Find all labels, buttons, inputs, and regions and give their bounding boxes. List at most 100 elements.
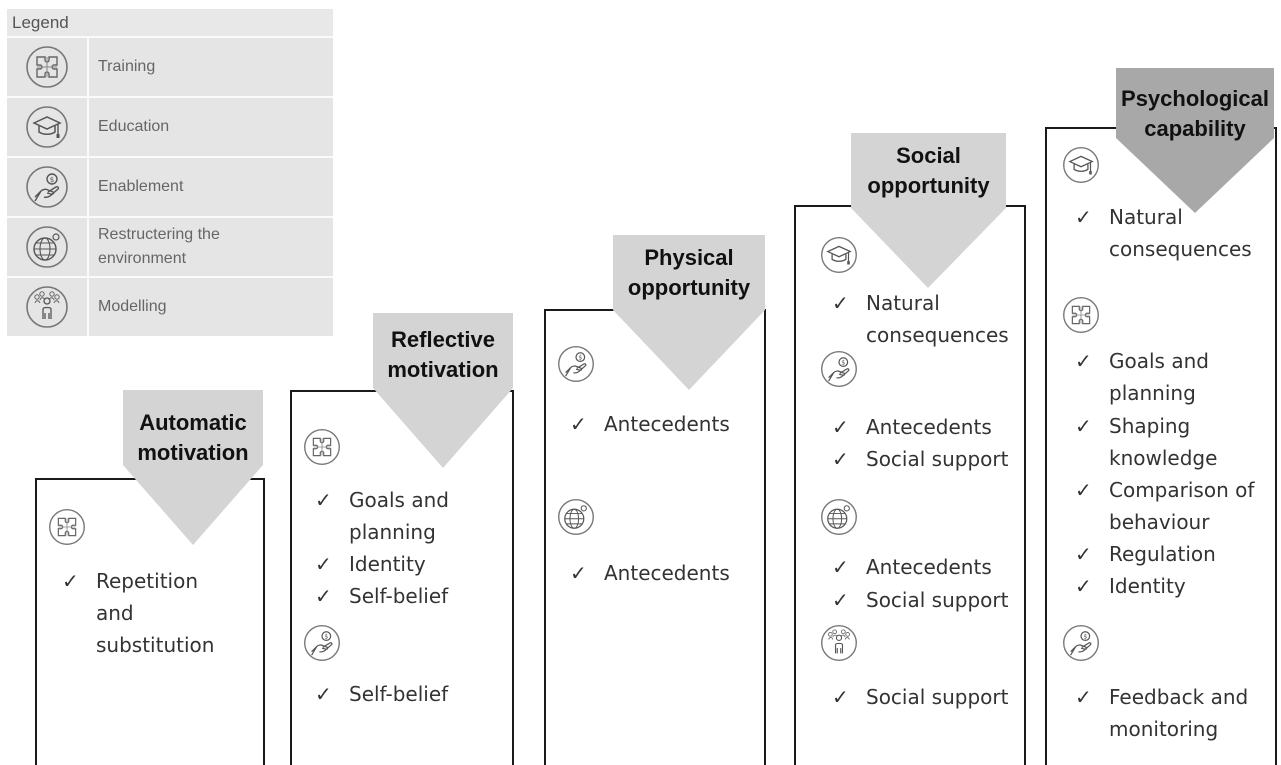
globe-icon — [25, 225, 69, 269]
column-title-line1: Physical — [644, 245, 734, 270]
column-arrow — [851, 133, 1006, 288]
check-icon: ✓ — [832, 555, 849, 579]
list-item-text: Self-belief — [349, 584, 449, 608]
list-item: ✓ Self-belief — [315, 580, 495, 612]
check-icon: ✓ — [832, 291, 849, 315]
puzzle-icon — [48, 508, 86, 546]
check-icon: ✓ — [62, 569, 79, 593]
list-item: ✓ Self-belief — [315, 678, 495, 710]
list-item-text: Natural consequences — [1109, 205, 1252, 261]
list-item-text: Social support — [866, 588, 1009, 612]
list-item: ✓ Social support — [832, 443, 1022, 475]
list-item: ✓ Goals and planning — [315, 484, 495, 548]
legend-row-enablement: Enablement — [7, 156, 333, 216]
column-title-line2: motivation — [387, 357, 499, 382]
list-item-text: Antecedents — [604, 412, 730, 436]
column-title-line2: opportunity — [867, 173, 990, 198]
list-item: ✓ Repetition and substitution — [62, 565, 242, 661]
list-item: ✓ Identity — [1075, 570, 1270, 602]
list-item: ✓ Natural consequences — [1075, 201, 1270, 265]
column-social-opportunity — [794, 205, 1026, 765]
legend-label: Training — [98, 58, 156, 75]
list-item: ✓ Antecedents — [832, 551, 1022, 583]
graduation-cap-icon — [25, 105, 69, 149]
graduation-cap-icon — [1062, 146, 1100, 184]
legend-row-training: Training — [7, 36, 333, 96]
list-item-text: Identity — [1109, 574, 1186, 598]
column-title: Automatic motivation — [123, 408, 263, 468]
column-title-line2: capability — [1144, 116, 1246, 141]
list-item: ✓ Shaping knowledge — [1075, 410, 1270, 474]
list-item-text: Antecedents — [604, 561, 730, 585]
legend-label: Restructering the environment — [98, 226, 220, 267]
legend-row-education: Education — [7, 96, 333, 156]
list-item-text: Shaping knowledge — [1109, 414, 1218, 470]
check-icon: ✓ — [1075, 574, 1092, 598]
check-icon: ✓ — [1075, 414, 1092, 438]
hand-coin-icon — [820, 350, 858, 388]
column-arrow — [123, 390, 263, 545]
column-reflective-motivation — [290, 390, 514, 765]
list-item: ✓ Antecedents — [570, 557, 750, 589]
list-item-text: Social support — [866, 685, 1009, 709]
people-icon — [25, 285, 69, 329]
check-icon: ✓ — [315, 584, 332, 608]
puzzle-icon — [1062, 296, 1100, 334]
check-icon: ✓ — [832, 415, 849, 439]
legend-label: Modelling — [98, 298, 167, 315]
globe-icon — [557, 498, 595, 536]
list-item: ✓ Identity — [315, 548, 495, 580]
list-item: ✓ Antecedents — [570, 408, 750, 440]
puzzle-icon — [303, 428, 341, 466]
column-physical-opportunity — [544, 309, 766, 765]
legend-label: Education — [98, 118, 170, 135]
list-item: ✓ Antecedents — [832, 411, 1022, 443]
check-icon: ✓ — [570, 561, 587, 585]
graduation-cap-icon — [820, 236, 858, 274]
legend-label: Enablement — [98, 178, 184, 195]
check-icon: ✓ — [832, 588, 849, 612]
check-icon: ✓ — [1075, 205, 1092, 229]
column-arrow — [613, 235, 765, 390]
list-item-text: Social support — [866, 447, 1009, 471]
list-item: ✓ Feedback and monitoring — [1075, 681, 1270, 745]
list-item-text: Regulation — [1109, 542, 1216, 566]
check-icon: ✓ — [832, 447, 849, 471]
column-title: Physical opportunity — [613, 243, 765, 303]
column-title-line2: motivation — [137, 440, 249, 465]
list-item-text: Antecedents — [866, 415, 992, 439]
column-title: Psychological capability — [1112, 84, 1278, 144]
legend-row-modelling: Modelling — [7, 276, 333, 336]
legend: Legend Training Education Enablement Res… — [7, 9, 333, 336]
list-item-text: Comparison of behaviour — [1109, 478, 1255, 534]
puzzle-icon — [25, 45, 69, 89]
check-icon: ✓ — [1075, 542, 1092, 566]
list-item-text: Repetition and substitution — [96, 569, 215, 657]
check-icon: ✓ — [315, 682, 332, 706]
list-item-text: Antecedents — [866, 555, 992, 579]
list-item-text: Natural consequences — [866, 291, 1009, 347]
hand-coin-icon — [303, 624, 341, 662]
list-item-text: Self-belief — [349, 682, 449, 706]
hand-coin-icon — [557, 345, 595, 383]
check-icon: ✓ — [315, 488, 332, 512]
list-item-text: Identity — [349, 552, 426, 576]
list-item: ✓ Social support — [832, 584, 1022, 616]
list-item: ✓ Regulation — [1075, 538, 1270, 570]
check-icon: ✓ — [315, 552, 332, 576]
check-icon: ✓ — [1075, 349, 1092, 373]
column-title: Reflective motivation — [373, 325, 513, 385]
check-icon: ✓ — [570, 412, 587, 436]
check-icon: ✓ — [1075, 685, 1092, 709]
check-icon: ✓ — [1075, 478, 1092, 502]
column-title-line1: Reflective — [391, 327, 495, 352]
column-title-line1: Social — [896, 143, 961, 168]
column-psychological-capability — [1045, 127, 1277, 765]
list-item: ✓ Natural consequences — [832, 287, 1022, 351]
list-item-text: Goals and planning — [1109, 349, 1209, 405]
column-title: Social opportunity — [851, 141, 1006, 201]
globe-icon — [820, 498, 858, 536]
list-item: ✓ Comparison of behaviour — [1075, 474, 1275, 538]
legend-title: Legend — [12, 13, 69, 32]
list-item: ✓ Social support — [832, 681, 1022, 713]
